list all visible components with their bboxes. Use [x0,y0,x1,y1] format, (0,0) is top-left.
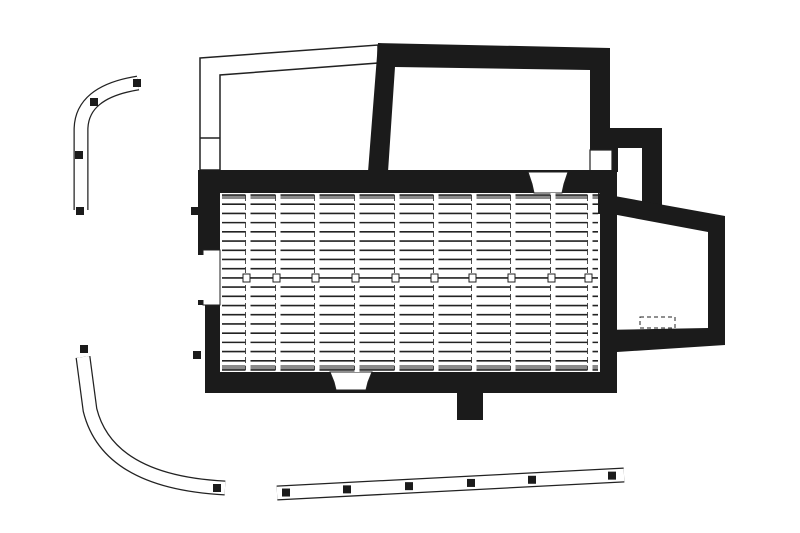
north-door [527,171,569,194]
slat-shadow [222,365,598,370]
fragment-marker [133,79,141,87]
fragment-marker [528,475,536,484]
south-door [329,371,373,391]
nave-walls [198,170,617,393]
pier [391,273,400,283]
nave-pew-grid [222,193,598,372]
fragment-marker [76,207,84,215]
pier [547,273,556,283]
pier [584,273,593,283]
fragment-marker [405,482,413,491]
fragment-marker [343,485,351,494]
south-buttress [457,390,483,420]
northeast-room [368,43,610,172]
fragment-marker [80,345,88,353]
fragment-marker [75,151,83,159]
pier [468,273,477,283]
pier [351,273,360,283]
pier [311,273,320,283]
pier [430,273,439,283]
northwest-room [199,44,379,171]
fragment-marker [282,488,290,497]
fragment-curved-bottom-fill [76,356,226,495]
fragment-curved-bottom [75,356,226,496]
fragment-curved-top-fill [74,76,140,210]
east-annex [610,128,662,205]
annex-opening [589,149,613,173]
fragment-marker [467,478,475,487]
fragment-marker [213,484,221,492]
altar [639,316,676,329]
fragment-marker [608,471,616,480]
fragment-straight-fill [276,468,625,500]
fragments [73,75,625,501]
slat-shadow [222,195,598,199]
wall-nub [193,351,201,359]
wall-nub [191,207,199,215]
west-window-jamb [198,255,206,300]
pier [507,273,516,283]
pier [272,273,281,283]
pier [242,273,251,283]
fragment-marker [90,98,98,106]
